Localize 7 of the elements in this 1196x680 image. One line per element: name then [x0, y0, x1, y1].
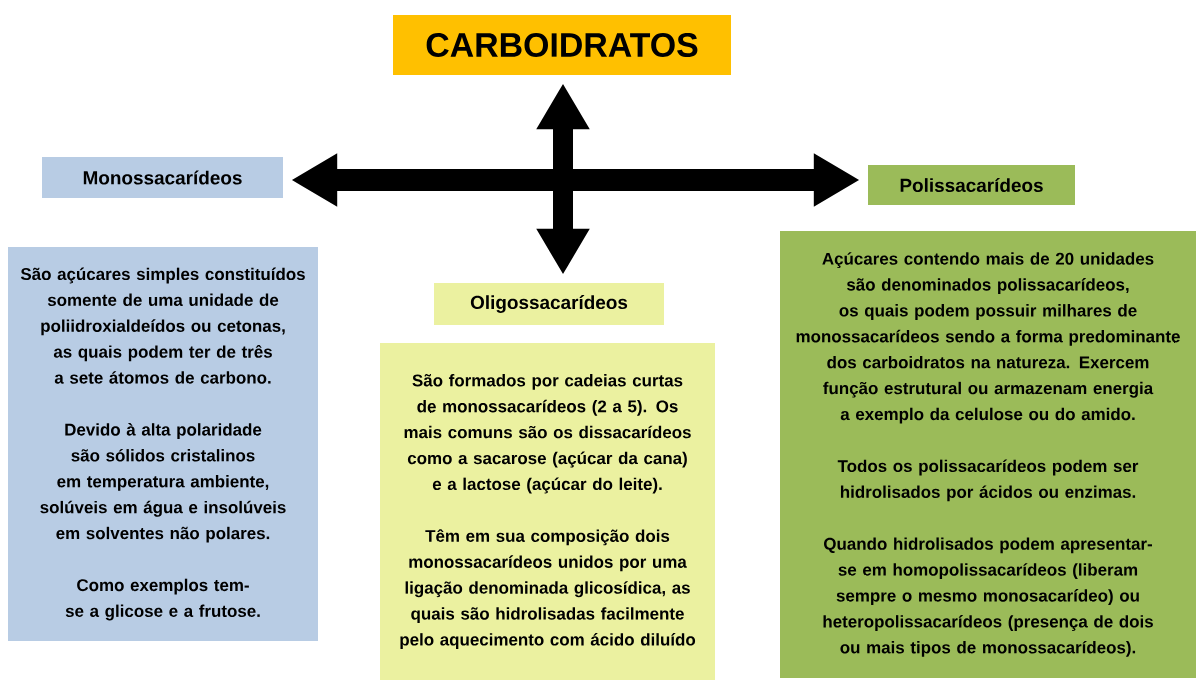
heading-box: Monossacarídeos: [42, 157, 283, 198]
heading-box: Polissacarídeos: [868, 165, 1075, 205]
text-box: São formados por cadeias curtas de monossacarídeos (2 a 5). Os mais comuns são os dissacarídeos como a sacarose (açúcar da cana) e a lactose (açúcar do leite). Têm em sua composição dois monossacarídeos unidos por uma ligação denominada glicosídica, as quais são hidrolisadas facilmente pelo aquecimento com ácido diluído: [380, 343, 715, 680]
text-box: São açúcares simples constituídos somente de uma unidade de poliidroxialdeídos ou cetonas, as quais podem ter de três a sete átomos de carbono. Devido à alta polaridade são sólidos cristalinos em temperatura ambiente, solúveis em água e insolúveis em solventes não polares. Como exemplos tem-se a glicose e a frutose.: [8, 247, 318, 641]
text-box: Açúcares contendo mais de 20 unidades são denominados polissacarídeos, os quais podem possuir milhares de monossacarídeos sendo a forma predominante dos carboidratos na natureza. Exercem função estrutural ou armazenam energia a exemplo da celulose ou do amido. Todos os polissacarídeos podem ser hidrolisados por ácidos ou enzimas. Quando hidrolisados podem apresentar-se em homopolissacarídeos (liberam sempre o mesmo monosacarídeo) ou heteropolissacarídeos (presença de dois ou mais tipos de monossacarídeos).: [780, 231, 1196, 678]
heading-box: Oligossacarídeos: [434, 283, 664, 325]
title-box: CARBOIDRATOS: [393, 15, 731, 75]
